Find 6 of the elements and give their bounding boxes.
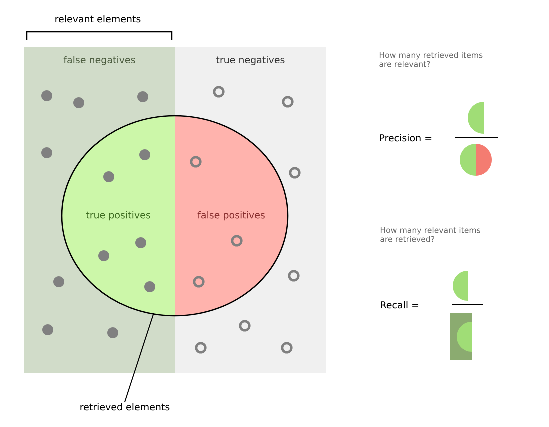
bracket-label: relevant elements <box>56 15 141 23</box>
caption-text: retrieved elements <box>80 403 170 411</box>
venn-half: false positives <box>198 211 265 221</box>
leader-line <box>124 312 154 403</box>
formula-label: Recall = <box>381 301 419 309</box>
formula-label: Precision = <box>380 134 432 142</box>
